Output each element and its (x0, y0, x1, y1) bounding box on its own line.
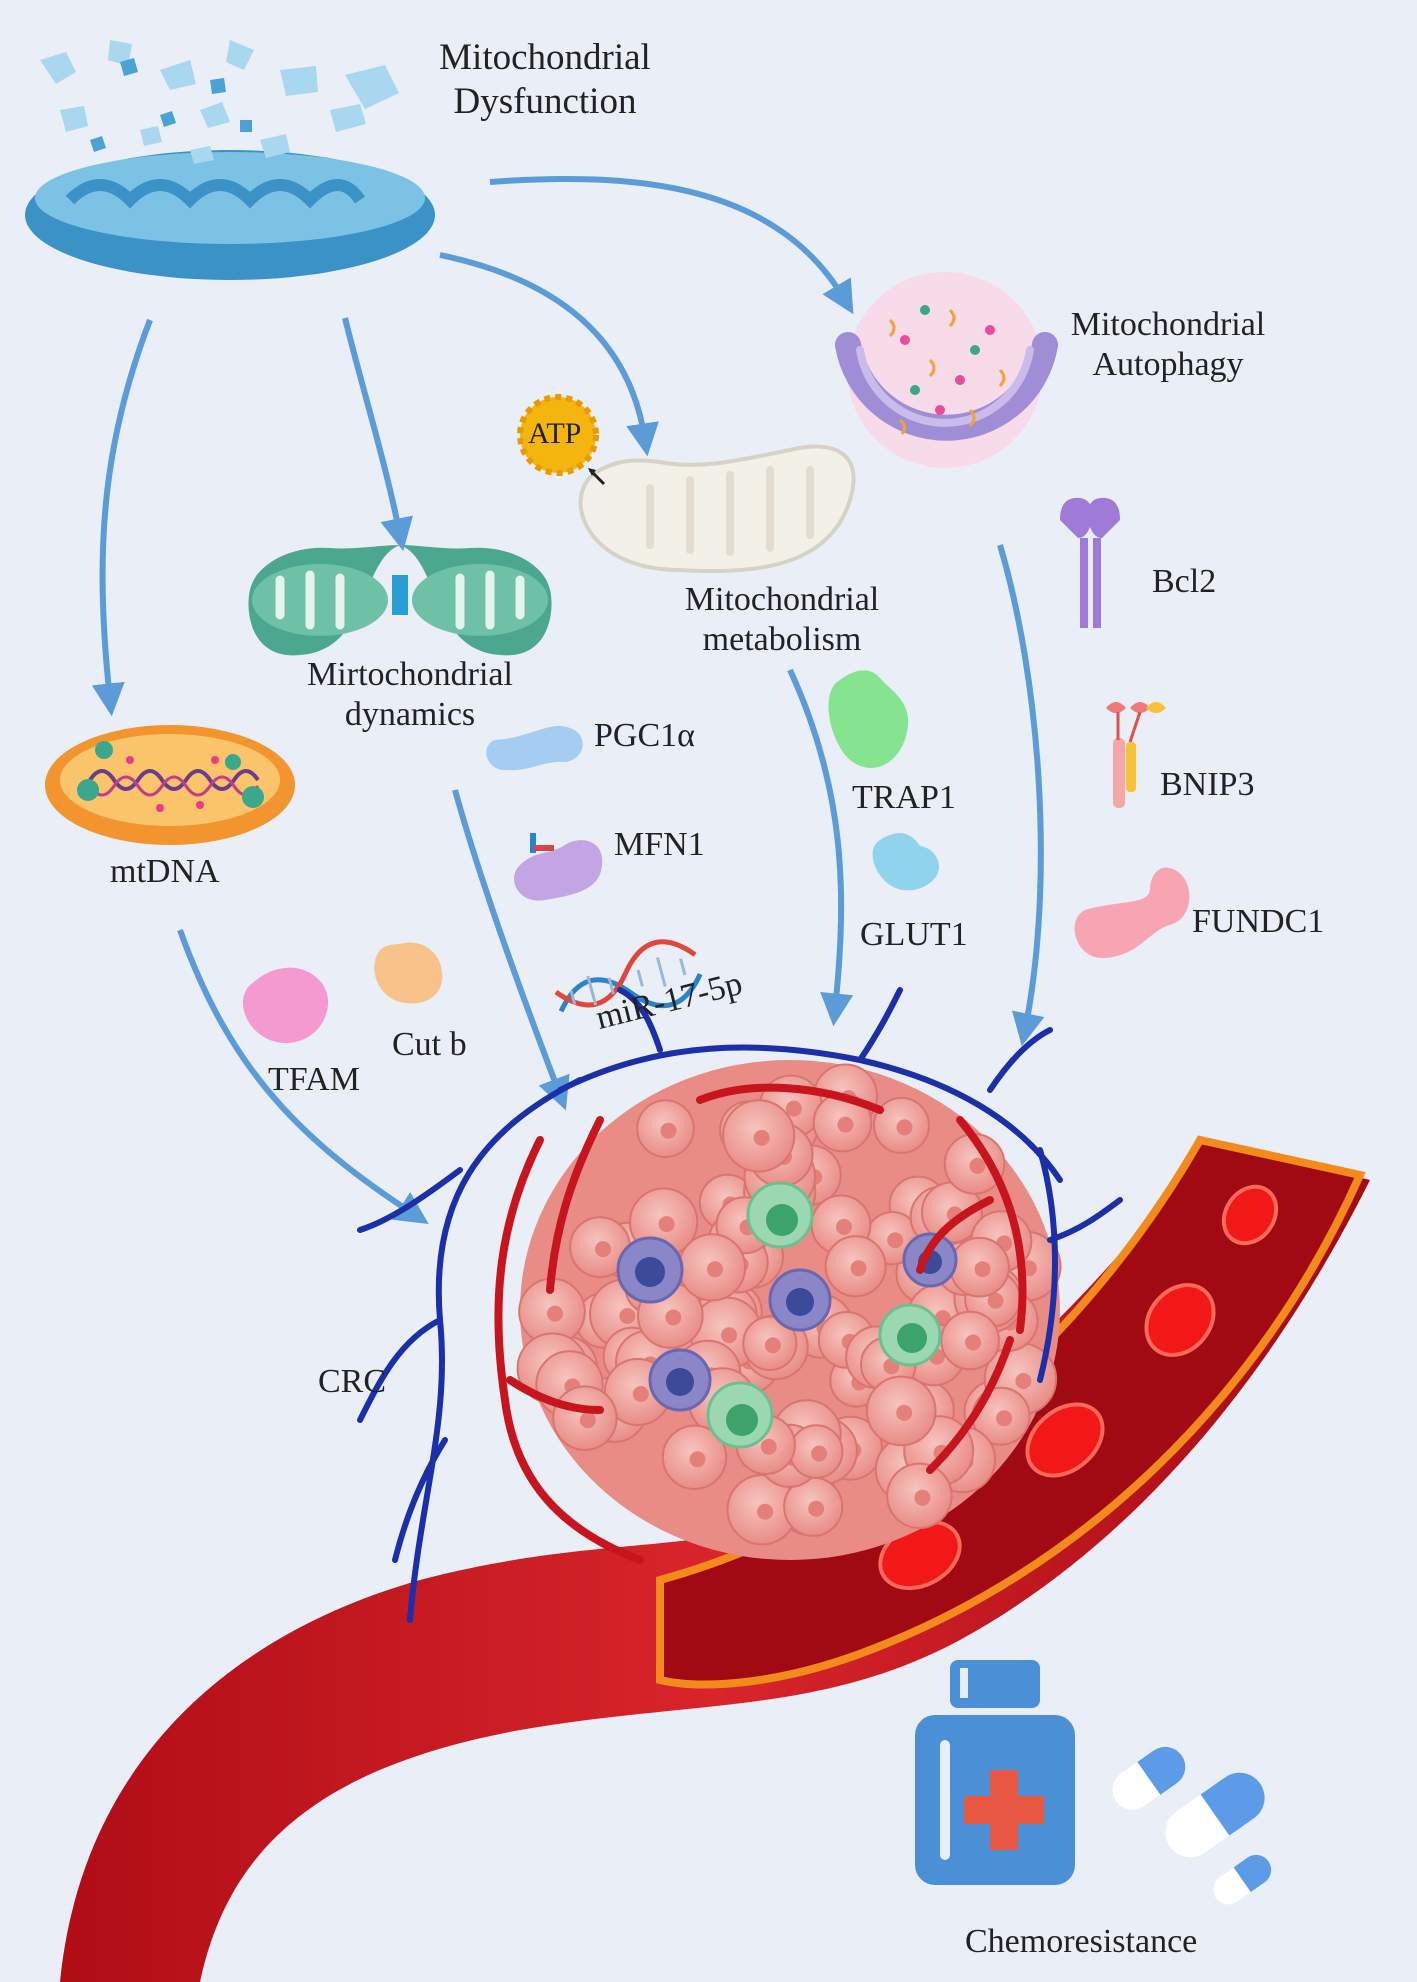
tumor-cell-nucleus (757, 1503, 774, 1520)
bcl2-label: Bcl2 (1152, 563, 1217, 600)
glut1-protein-icon (872, 833, 940, 891)
tfam-label: TFAM (268, 1061, 360, 1098)
tumor-cell-nucleus (547, 1305, 563, 1322)
tumor-cell-nucleus (887, 1232, 904, 1249)
glut1-label: GLUT1 (860, 916, 968, 953)
tumor-cell-nucleus (619, 1308, 636, 1324)
tumor-arteries (494, 1083, 1027, 1564)
crc-label: CRC (318, 1363, 387, 1400)
bnip3-protein-icon (1106, 702, 1166, 808)
damaged-mitochondrion-icon (25, 40, 435, 280)
autophagy-line-2: Autophagy (1092, 346, 1244, 384)
tumor-cell-nucleus (837, 1116, 854, 1133)
tumor-cell-nucleus (632, 1386, 649, 1402)
tumor-cell-nucleus (1015, 1373, 1032, 1389)
mitochondrial-autophagy-label: Mitochondrial Autophagy (1071, 305, 1266, 385)
atp-label: ATP (528, 417, 582, 450)
metabolism-line-1: Mitochondrial (684, 581, 880, 618)
tumor-cell-nucleus (914, 1489, 931, 1506)
tumor-cell-nucleus (707, 1261, 723, 1278)
tumor-cell-nucleus (753, 1129, 770, 1146)
tumor-cell-nucleus (665, 1309, 682, 1326)
mitochondrial-metabolism-label: Mitochondrial metabolism (685, 580, 880, 660)
dysfunction-line-1: Mitochondrial (439, 37, 651, 78)
mfn1-label: MFN1 (614, 826, 705, 863)
dividing-mitochondrion-icon (248, 545, 552, 656)
tumor-cell-nucleus (974, 1261, 991, 1278)
chemoresistance-label: Chemoresistance (965, 1923, 1198, 1960)
pathway-arrows (91, 175, 1045, 1225)
tumor-cell-nucleus (969, 1157, 986, 1174)
tfam-protein-icon (242, 967, 329, 1044)
bnip3-label: BNIP3 (1160, 766, 1255, 803)
tumor-cell-nucleus (836, 1218, 852, 1235)
tumor-cell-nucleus (965, 1334, 982, 1351)
tumor-cell-nucleus (896, 1119, 913, 1136)
tumor-cell-nucleus (811, 1445, 828, 1462)
cutb-label: Cut b (392, 1026, 467, 1063)
medicine-bottle-icon (915, 1660, 1075, 1885)
tumor-cell-nucleus (660, 1122, 677, 1139)
metabolism-line-2: metabolism (702, 621, 862, 659)
mitochondrial-dynamics-label: Mirtochondrial dynamics (307, 655, 513, 735)
tumor-cell-nucleus (785, 1100, 802, 1117)
mirna-helix-icon (554, 939, 703, 1013)
pgc1a-protein-icon (486, 725, 583, 771)
trap1-protein-icon (828, 670, 909, 768)
atp-icon (517, 394, 606, 486)
mitochondrial-dysfunction-label: Mitochondrial Dysfunction (439, 36, 651, 123)
tumor-cell-nucleus (996, 1410, 1013, 1427)
autophagosome-icon (835, 272, 1058, 468)
dysfunction-line-2: Dysfunction (453, 80, 637, 122)
mtdna-mitochondrion-icon (45, 725, 295, 845)
mfn1-protein-icon (514, 833, 603, 901)
tumor-cell-nucleus (896, 1404, 913, 1421)
mtdna-label: mtDNA (110, 853, 220, 890)
dynamics-line-2: dynamics (344, 696, 476, 734)
tumor-cell-nucleus (850, 1260, 867, 1277)
tumor-cell-nucleus (579, 1412, 596, 1429)
tumor-cell-nucleus (764, 1337, 781, 1354)
pills-icon (1112, 1746, 1272, 1905)
tumor-cell-nucleus (595, 1241, 611, 1258)
mitochondrion-metabolism-icon (578, 444, 856, 574)
dynamics-line-1: Mirtochondrial (307, 656, 513, 693)
trap1-label: TRAP1 (852, 779, 956, 816)
autophagy-line-1: Mitochondrial (1070, 306, 1266, 343)
fundc1-label: FUNDC1 (1192, 903, 1325, 940)
pgc1a-label: PGC1α (594, 717, 695, 754)
tumor-cell-nucleus (987, 1292, 1004, 1309)
tumor-cell-nucleus (808, 1500, 825, 1517)
tumor-cell-nucleus (721, 1327, 738, 1344)
fundc1-protein-icon (1074, 867, 1190, 959)
bcl2-protein-icon (1060, 497, 1120, 628)
tumor-mass-icon (516, 1060, 1062, 1560)
tumor-veins (357, 987, 1123, 1623)
tumor-cell-nucleus (658, 1216, 675, 1233)
tumor-cell-nucleus (689, 1451, 706, 1468)
tumor-cell-nucleus (760, 1438, 777, 1455)
cutb-protein-icon (374, 942, 443, 1004)
